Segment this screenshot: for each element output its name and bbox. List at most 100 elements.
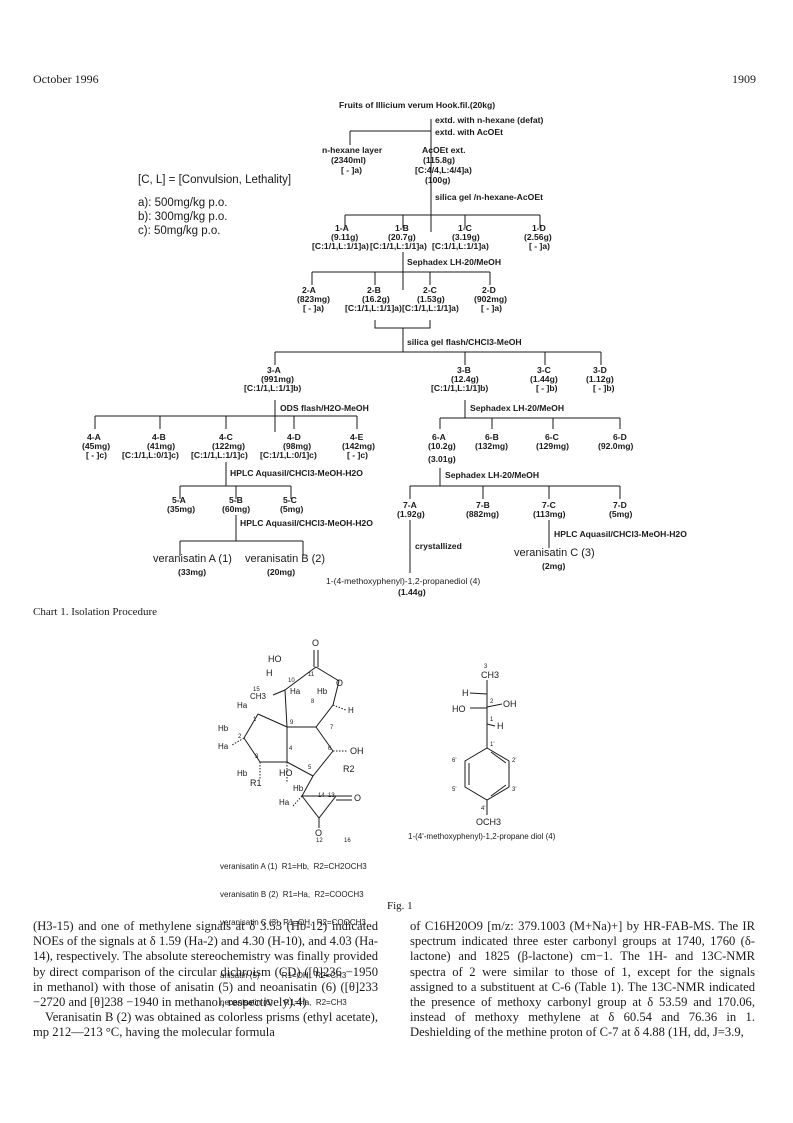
product-veranisatin-b: veranisatin B (2) [245, 553, 325, 565]
node-7d: 7-D [613, 500, 627, 510]
legend-dose-a: a): 500mg/kg p.o. [138, 197, 228, 209]
step-silica-gel: silica gel /n-hexane-AcOEt [435, 192, 543, 202]
step-sephadex-3: Sephadex LH-20/MeOH [445, 470, 539, 480]
structure-num-4: 4 [289, 746, 293, 752]
structure-atom-ch3: CH3 [250, 692, 267, 701]
node-4b-activity: [C:1/1,L:0/1]c) [122, 450, 179, 460]
structure-num-7: 7 [330, 725, 334, 731]
propanediol-atom-ho: HO [452, 704, 466, 714]
structure-atom-ho-4: HO [279, 768, 293, 778]
body-paragraph-2: Veranisatin B (2) was obtained as colorl… [33, 1010, 378, 1040]
structure-num-5: 5 [308, 765, 312, 771]
node-7a: 7-A [403, 500, 417, 510]
propanediol-num-4p: 4' [481, 806, 485, 812]
structure-atom-hb-3: Hb [237, 769, 248, 778]
product-labels: veranisatin A (1) veranisatin B (2) vera… [153, 547, 595, 565]
node-1b-activity: [C:1/1,L:1/1]a) [370, 241, 427, 251]
substituent-table: veranisatin A (1) R1=Hb, R2=CH2OCH3 vera… [220, 844, 367, 1017]
veranisatin-atom-labels: O HO H 11 10 O 15 CH3 Ha Hb 8 Ha 1 9 7 H… [218, 638, 364, 838]
node-3a: 3-A [267, 365, 281, 375]
structure-num-10: 10 [288, 678, 295, 684]
node-1b: 1-B [395, 223, 409, 233]
node-6c-amount: (129mg) [536, 441, 569, 451]
figure-caption: Fig. 1 [387, 900, 413, 912]
structure-atom-o-lactone-carbonyl: O [354, 793, 361, 803]
body-column-right: of C16H20O9 [m/z: 379.1003 (M+Na)+] by H… [410, 919, 755, 1041]
structure-atom-h10: H [266, 668, 273, 678]
row-neoanisatin: neoanisatin (6) R1=Ha, R2=CH3 [220, 998, 347, 1008]
node-4e-amount: (142mg) [342, 441, 375, 451]
node-1a-activity: [C:1/1,L:1/1]a) [312, 241, 369, 251]
node-4a-amount: (45mg) [82, 441, 110, 451]
node-2d-amount: (902mg) [474, 294, 507, 304]
node-hexane-activity: [ - ]a) [341, 165, 362, 175]
structure-num-2: 2 [238, 734, 242, 740]
node-1a: 1-A [335, 223, 349, 233]
step-silica-flash: silica gel flash/CHCl3-MeOH [407, 337, 522, 347]
propanediol-bonds [464, 680, 510, 815]
structure-atom-ha-8: Ha [290, 687, 301, 696]
node-acoet-used: (100g) [425, 175, 450, 185]
propanediol-num-6p: 6' [452, 758, 456, 764]
product-veranisatin-c: veranisatin C (3) [514, 547, 595, 559]
structure-atom-ha-2: Ha [218, 742, 229, 751]
node-2a: 2-A [302, 285, 316, 295]
structure-atom-ha-left: Ha [237, 701, 248, 710]
product-amount-c: (2mg) [542, 561, 566, 571]
numbering-16: 16 [344, 838, 351, 844]
node-7c: 7-C [542, 500, 556, 510]
propanediol-atom-labels: 3 CH3 H 2 OH HO 1 H 1' 6' 2' 5' 3' 4' OC… [452, 664, 517, 827]
node-2b-activity: [C:1/1,L:1/1]a) [345, 303, 402, 313]
structure-num-6: 6 [328, 746, 332, 752]
structure-atom-hb-8: Hb [317, 687, 328, 696]
structure-num-15: 15 [253, 687, 260, 693]
node-4b: 4-B [152, 432, 166, 442]
propanediol-atom-och3: OCH3 [476, 817, 501, 827]
propanediol-num-3: 3 [484, 664, 488, 670]
node-1b-amount: (20.7g) [388, 232, 416, 242]
structure-num-11: 11 [308, 672, 315, 678]
structure-atom-o-ring: O [336, 678, 343, 688]
node-3c-amount: (1.44g) [530, 374, 558, 384]
node-3d-amount: (1.12g) [586, 374, 614, 384]
step-ods-flash: ODS flash/H2O-MeOH [280, 403, 369, 413]
step-hplc-3: HPLC Aquasil/CHCl3-MeOH-H2O [554, 529, 687, 539]
node-1d-activity: [ - ]a) [529, 241, 550, 251]
node-3b-amount: (12.4g) [451, 374, 479, 384]
structure-atom-h7: H [348, 706, 354, 715]
node-4d: 4-D [287, 432, 301, 442]
step-hplc-1: HPLC Aquasil/CHCl3-MeOH-H2O [230, 468, 363, 478]
node-1d: 1-D [532, 223, 546, 233]
propanediol-label: 1-(4'-methoxyphenyl)-1,2-propane diol (4… [408, 832, 556, 841]
node-acoet-extract: AcOEt ext. [422, 145, 465, 155]
structure-num-14: 14 [318, 793, 325, 799]
node-6d-amount: (92.0mg) [598, 441, 633, 451]
structure-num-13: 13 [328, 793, 335, 799]
node-2b-amount: (16.2g) [362, 294, 390, 304]
node-4c-amount: (122mg) [212, 441, 245, 451]
body-paragraph-3: of C16H20O9 [m/z: 379.1003 (M+Na)+] by H… [410, 919, 755, 1040]
node-2c: 2-C [423, 285, 437, 295]
flow-connector-lines [94, 119, 621, 573]
node-2b: 2-B [367, 285, 381, 295]
node-7b-amount: (882mg) [466, 509, 499, 519]
body-column-left: (H3-15) and one of methylene signals at … [33, 919, 378, 1041]
legend-dose-b: b): 300mg/kg p.o. [138, 211, 228, 223]
node-5b-amount: (60mg) [222, 504, 250, 514]
node-5c-amount: (5mg) [280, 504, 304, 514]
propanediol-num-1p: 1' [490, 742, 494, 748]
node-4e-activity: [ - ]c) [347, 450, 368, 460]
node-5a: 5-A [172, 495, 186, 505]
row-veranisatin-c: veranisatin C (3) R1=OH, R2=COOCH3 [220, 917, 366, 927]
structure-atom-ho-top: HO [268, 654, 282, 664]
legend-key: [C, L] = [Convulsion, Lethality] [138, 174, 292, 186]
propanediol-num-2: 2 [490, 699, 494, 705]
product-propanediol: 1-(4-methoxyphenyl)-1,2-propanediol (4) [326, 576, 480, 586]
node-4c-activity: [C:1/1,L:1/1]c) [191, 450, 248, 460]
product-veranisatin-a: veranisatin A (1) [153, 553, 232, 565]
node-6b-amount: (132mg) [475, 441, 508, 451]
product-amount-d: (1.44g) [398, 587, 426, 597]
node-hexane-layer: n-hexane layer [322, 145, 383, 155]
